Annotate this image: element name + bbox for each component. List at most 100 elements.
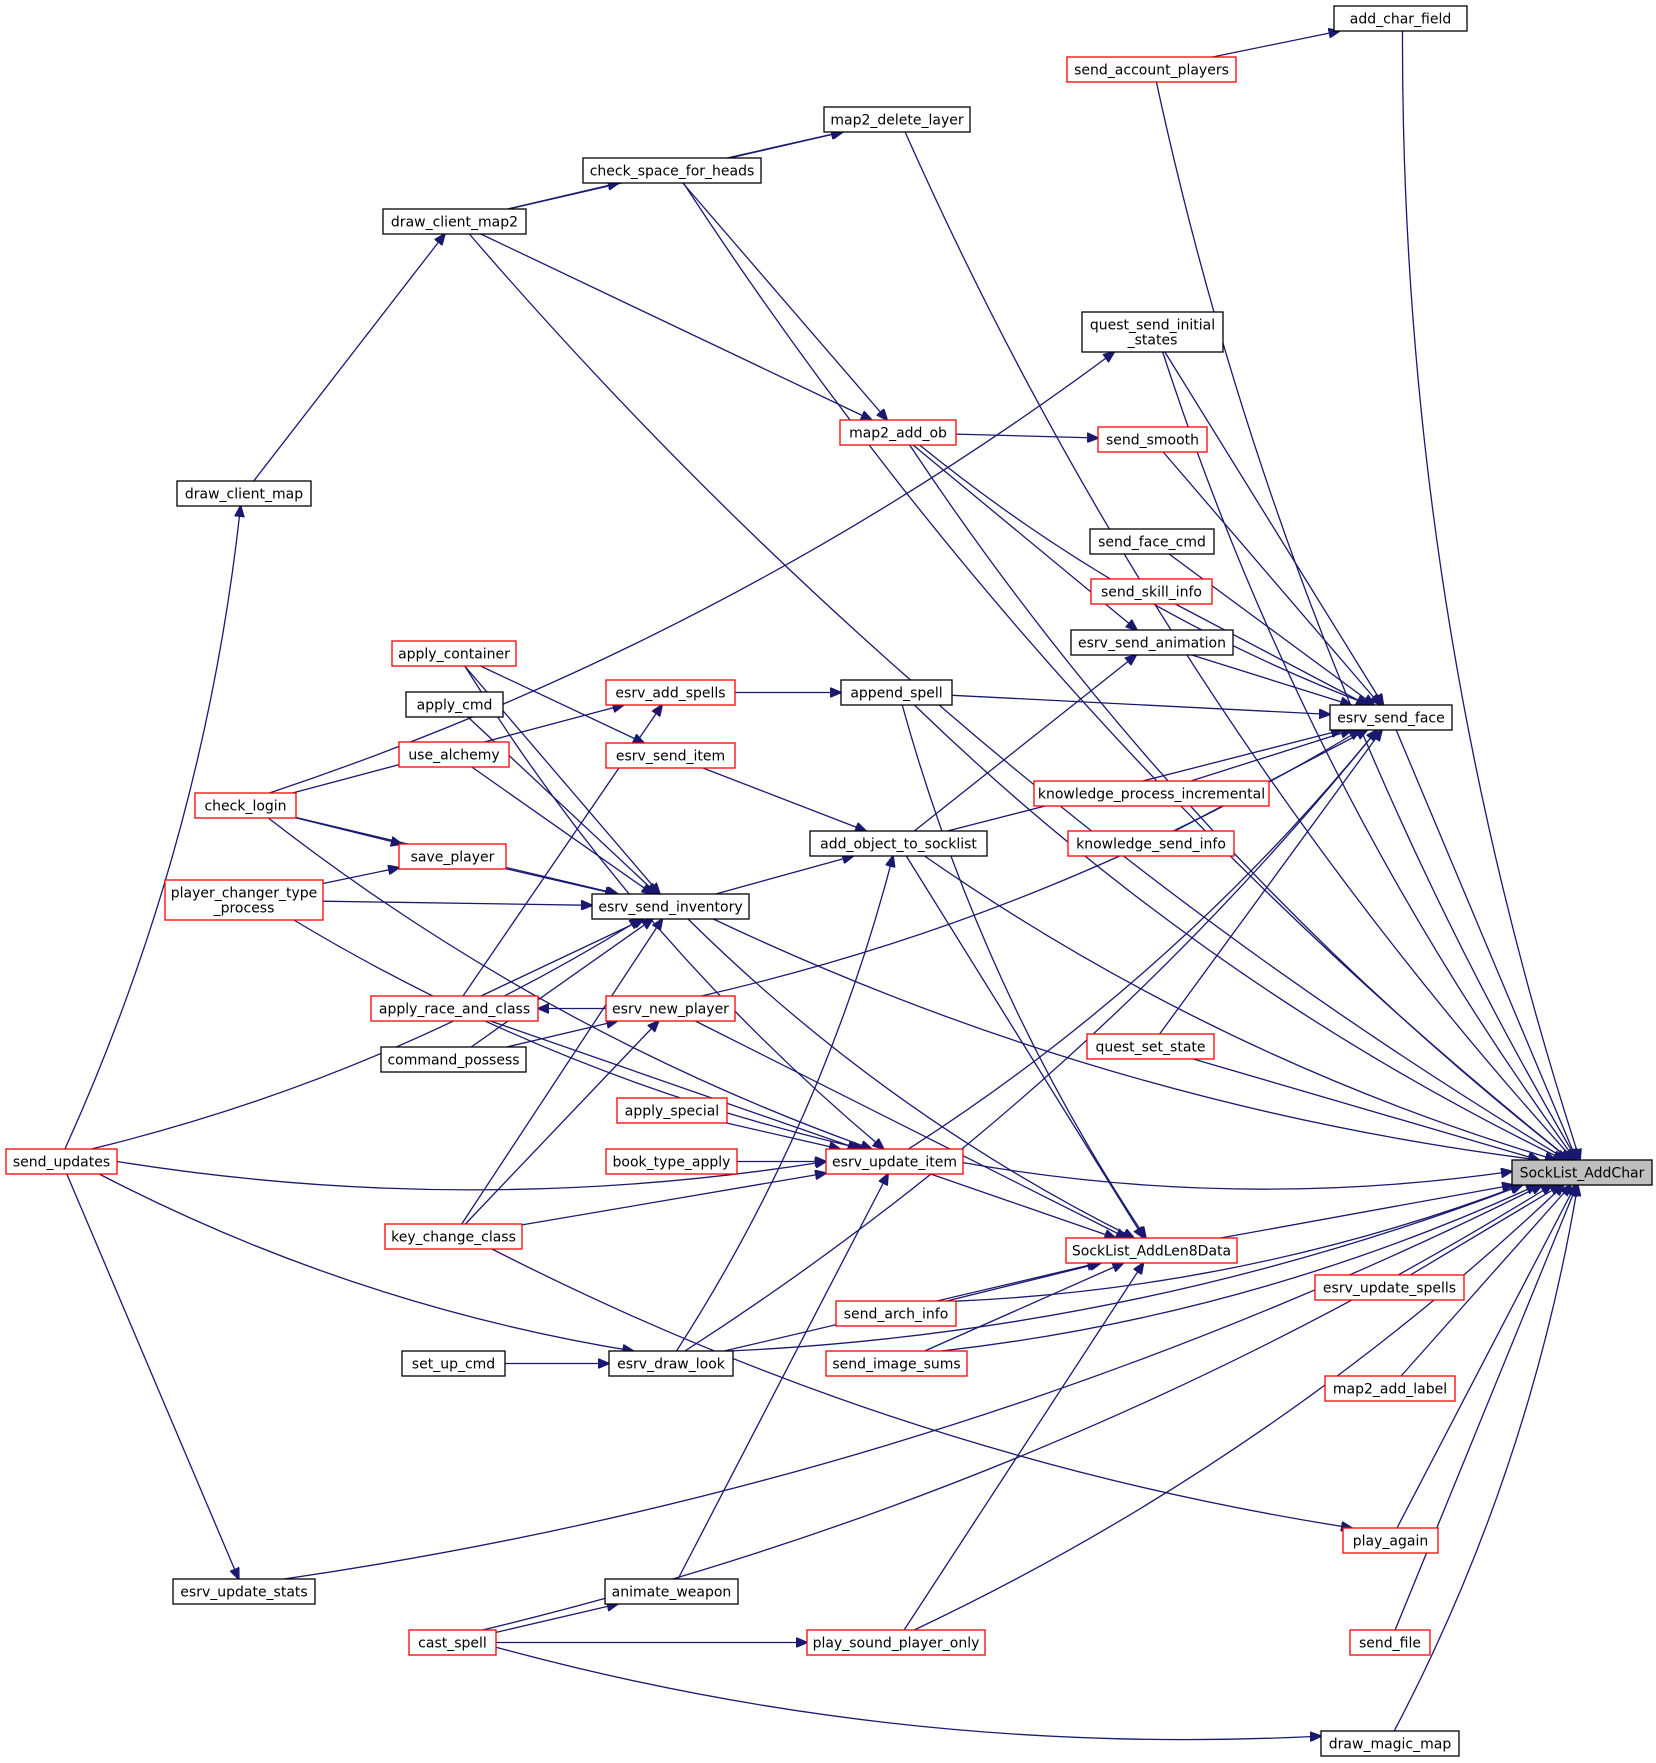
node-set-up-cmd[interactable]: set_up_cmd bbox=[401, 1350, 506, 1377]
node-box[interactable] bbox=[1070, 629, 1234, 656]
node-add-object-to-socklist[interactable]: add_object_to_socklist bbox=[809, 830, 988, 857]
node-check-space-for-heads[interactable]: check_space_for_heads bbox=[582, 157, 762, 184]
node-esrv-update-spells[interactable]: esrv_update_spells bbox=[1314, 1274, 1465, 1301]
node-send-account-players[interactable]: send_account_players bbox=[1066, 56, 1237, 83]
node-knowledge-send-info[interactable]: knowledge_send_info bbox=[1067, 830, 1235, 857]
node-esrv-send-item[interactable]: esrv_send_item bbox=[605, 742, 736, 769]
node-box[interactable] bbox=[194, 792, 297, 819]
node-apply-special[interactable]: apply_special bbox=[616, 1097, 728, 1124]
node-box[interactable] bbox=[806, 1629, 986, 1656]
node-box[interactable] bbox=[1333, 5, 1468, 32]
node-box[interactable] bbox=[370, 995, 539, 1022]
node-append-spell[interactable]: append_spell bbox=[840, 679, 953, 706]
node-box[interactable] bbox=[1066, 56, 1237, 83]
node-cast-spell[interactable]: cast_spell bbox=[408, 1629, 497, 1656]
node-quest-set-state[interactable]: quest_set_state bbox=[1086, 1033, 1215, 1060]
node-esrv-send-face[interactable]: esrv_send_face bbox=[1329, 704, 1453, 731]
node-apply-cmd[interactable]: apply_cmd bbox=[405, 691, 504, 718]
node-player-changer-type-process[interactable]: player_changer_type_process bbox=[164, 879, 324, 921]
node-box[interactable] bbox=[380, 1046, 527, 1073]
node-box[interactable] bbox=[1320, 1730, 1460, 1757]
node-box[interactable] bbox=[172, 1578, 316, 1605]
node-draw-magic-map[interactable]: draw_magic_map bbox=[1320, 1730, 1460, 1757]
node-box[interactable] bbox=[1086, 1033, 1215, 1060]
node-apply-container[interactable]: apply_container bbox=[391, 640, 517, 667]
node-send-updates[interactable]: send_updates bbox=[5, 1148, 118, 1175]
node-box[interactable] bbox=[605, 679, 736, 706]
node-box[interactable] bbox=[1089, 528, 1215, 555]
node-command-possess[interactable]: command_possess bbox=[380, 1046, 527, 1073]
node-esrv-update-item[interactable]: esrv_update_item bbox=[825, 1148, 964, 1175]
node-box[interactable] bbox=[616, 1097, 728, 1124]
node-check-login[interactable]: check_login bbox=[194, 792, 297, 819]
node-box[interactable] bbox=[398, 741, 510, 768]
node-draw-client-map2[interactable]: draw_client_map2 bbox=[382, 208, 527, 235]
node-send-face-cmd[interactable]: send_face_cmd bbox=[1089, 528, 1215, 555]
node-map2-add-label[interactable]: map2_add_label bbox=[1324, 1375, 1456, 1402]
node-knowledge-process-incremental[interactable]: knowledge_process_incremental bbox=[1033, 780, 1270, 807]
node-esrv-add-spells[interactable]: esrv_add_spells bbox=[605, 679, 736, 706]
node-key-change-class[interactable]: key_change_class bbox=[384, 1223, 523, 1250]
node-box[interactable] bbox=[1511, 1159, 1653, 1186]
node-box[interactable] bbox=[1033, 780, 1270, 807]
node-esrv-update-stats[interactable]: esrv_update_stats bbox=[172, 1578, 316, 1605]
node-esrv-new-player[interactable]: esrv_new_player bbox=[605, 995, 736, 1022]
node-box[interactable] bbox=[840, 679, 953, 706]
node-box[interactable] bbox=[5, 1148, 118, 1175]
node-box[interactable] bbox=[391, 640, 517, 667]
node-box[interactable] bbox=[384, 1223, 523, 1250]
node-box[interactable] bbox=[605, 742, 736, 769]
node-esrv-draw-look[interactable]: esrv_draw_look bbox=[608, 1350, 734, 1377]
node-play-again[interactable]: play_again bbox=[1342, 1527, 1439, 1554]
node-box[interactable] bbox=[1097, 426, 1208, 453]
node-box[interactable] bbox=[1067, 830, 1235, 857]
node-play-sound-player-only[interactable]: play_sound_player_only bbox=[806, 1629, 986, 1656]
node-box[interactable] bbox=[605, 1148, 738, 1175]
node-add-char-field[interactable]: add_char_field bbox=[1333, 5, 1468, 32]
node-box[interactable] bbox=[825, 1350, 968, 1377]
node-esrv-send-animation[interactable]: esrv_send_animation bbox=[1070, 629, 1234, 656]
node-box[interactable] bbox=[176, 480, 312, 507]
node-box[interactable] bbox=[1349, 1629, 1431, 1656]
node-box[interactable] bbox=[604, 1578, 739, 1605]
node-save-player[interactable]: save_player bbox=[398, 843, 507, 870]
node-box[interactable] bbox=[605, 995, 736, 1022]
node-box[interactable] bbox=[591, 893, 750, 920]
node-send-file[interactable]: send_file bbox=[1349, 1629, 1431, 1656]
node-box[interactable] bbox=[1329, 704, 1453, 731]
node-quest-send-initial-states[interactable]: quest_send_initial_states bbox=[1081, 311, 1224, 353]
node-box[interactable] bbox=[1324, 1375, 1456, 1402]
node-send-image-sums[interactable]: send_image_sums bbox=[825, 1350, 968, 1377]
node-send-smooth[interactable]: send_smooth bbox=[1097, 426, 1208, 453]
node-draw-client-map[interactable]: draw_client_map bbox=[176, 480, 312, 507]
node-box[interactable] bbox=[1314, 1274, 1465, 1301]
node-socklist-addlen8data[interactable]: SockList_AddLen8Data bbox=[1065, 1237, 1238, 1264]
node-book-type-apply[interactable]: book_type_apply bbox=[605, 1148, 738, 1175]
node-animate-weapon[interactable]: animate_weapon bbox=[604, 1578, 739, 1605]
node-box[interactable] bbox=[408, 1629, 497, 1656]
node-box[interactable] bbox=[608, 1350, 734, 1377]
node-send-arch-info[interactable]: send_arch_info bbox=[835, 1300, 957, 1327]
node-box[interactable] bbox=[382, 208, 527, 235]
node-send-skill-info[interactable]: send_skill_info bbox=[1090, 578, 1213, 605]
node-box[interactable] bbox=[582, 157, 762, 184]
node-box[interactable] bbox=[839, 419, 957, 446]
node-box[interactable] bbox=[823, 106, 971, 133]
node-box[interactable] bbox=[1065, 1237, 1238, 1264]
node-map2-add-ob[interactable]: map2_add_ob bbox=[839, 419, 957, 446]
node-box[interactable] bbox=[809, 830, 988, 857]
node-box[interactable] bbox=[398, 843, 507, 870]
node-apply-race-and-class[interactable]: apply_race_and_class bbox=[370, 995, 539, 1022]
node-use-alchemy[interactable]: use_alchemy bbox=[398, 741, 510, 768]
node-socklist-addchar[interactable]: SockList_AddChar bbox=[1511, 1159, 1653, 1186]
node-box[interactable] bbox=[825, 1148, 964, 1175]
node-box[interactable] bbox=[1081, 311, 1224, 353]
node-box[interactable] bbox=[405, 691, 504, 718]
node-map2-delete-layer[interactable]: map2_delete_layer bbox=[823, 106, 971, 133]
node-box[interactable] bbox=[401, 1350, 506, 1377]
node-box[interactable] bbox=[164, 879, 324, 921]
node-box[interactable] bbox=[835, 1300, 957, 1327]
node-box[interactable] bbox=[1342, 1527, 1439, 1554]
node-esrv-send-inventory[interactable]: esrv_send_inventory bbox=[591, 893, 750, 920]
node-box[interactable] bbox=[1090, 578, 1213, 605]
